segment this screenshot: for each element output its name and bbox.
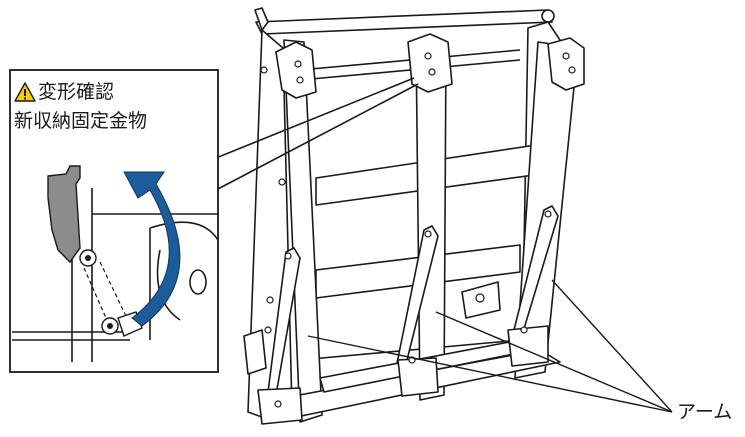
- dashed-link: [83, 261, 127, 319]
- top-hook-left: [254, 7, 269, 31]
- center-arm: [395, 225, 439, 373]
- leader-lines: [215, 77, 419, 191]
- right-arm: [511, 205, 559, 343]
- callout-title: 変形確認: [14, 80, 114, 104]
- fixing-bracket: [47, 165, 81, 264]
- center-hinge: [407, 33, 453, 93]
- rotation-arrow: [123, 171, 181, 327]
- detail-callout-box: [9, 69, 219, 373]
- warning-triangle-icon: [14, 82, 36, 102]
- left-column: [283, 39, 323, 423]
- left-hinge: [275, 41, 317, 99]
- rivets: [260, 52, 576, 408]
- side-plate-left: [243, 329, 267, 375]
- left-arm: [267, 247, 301, 396]
- top-rod: [255, 9, 553, 35]
- right-hinge: [547, 37, 585, 91]
- arm-label: アーム: [677, 401, 733, 423]
- foot-right: [507, 325, 549, 367]
- callout-subtitle: 新収納固定金物: [14, 110, 148, 132]
- seat-frame: [243, 7, 585, 425]
- callout-title-text: 変形確認: [38, 81, 115, 103]
- foot-center: [397, 357, 439, 397]
